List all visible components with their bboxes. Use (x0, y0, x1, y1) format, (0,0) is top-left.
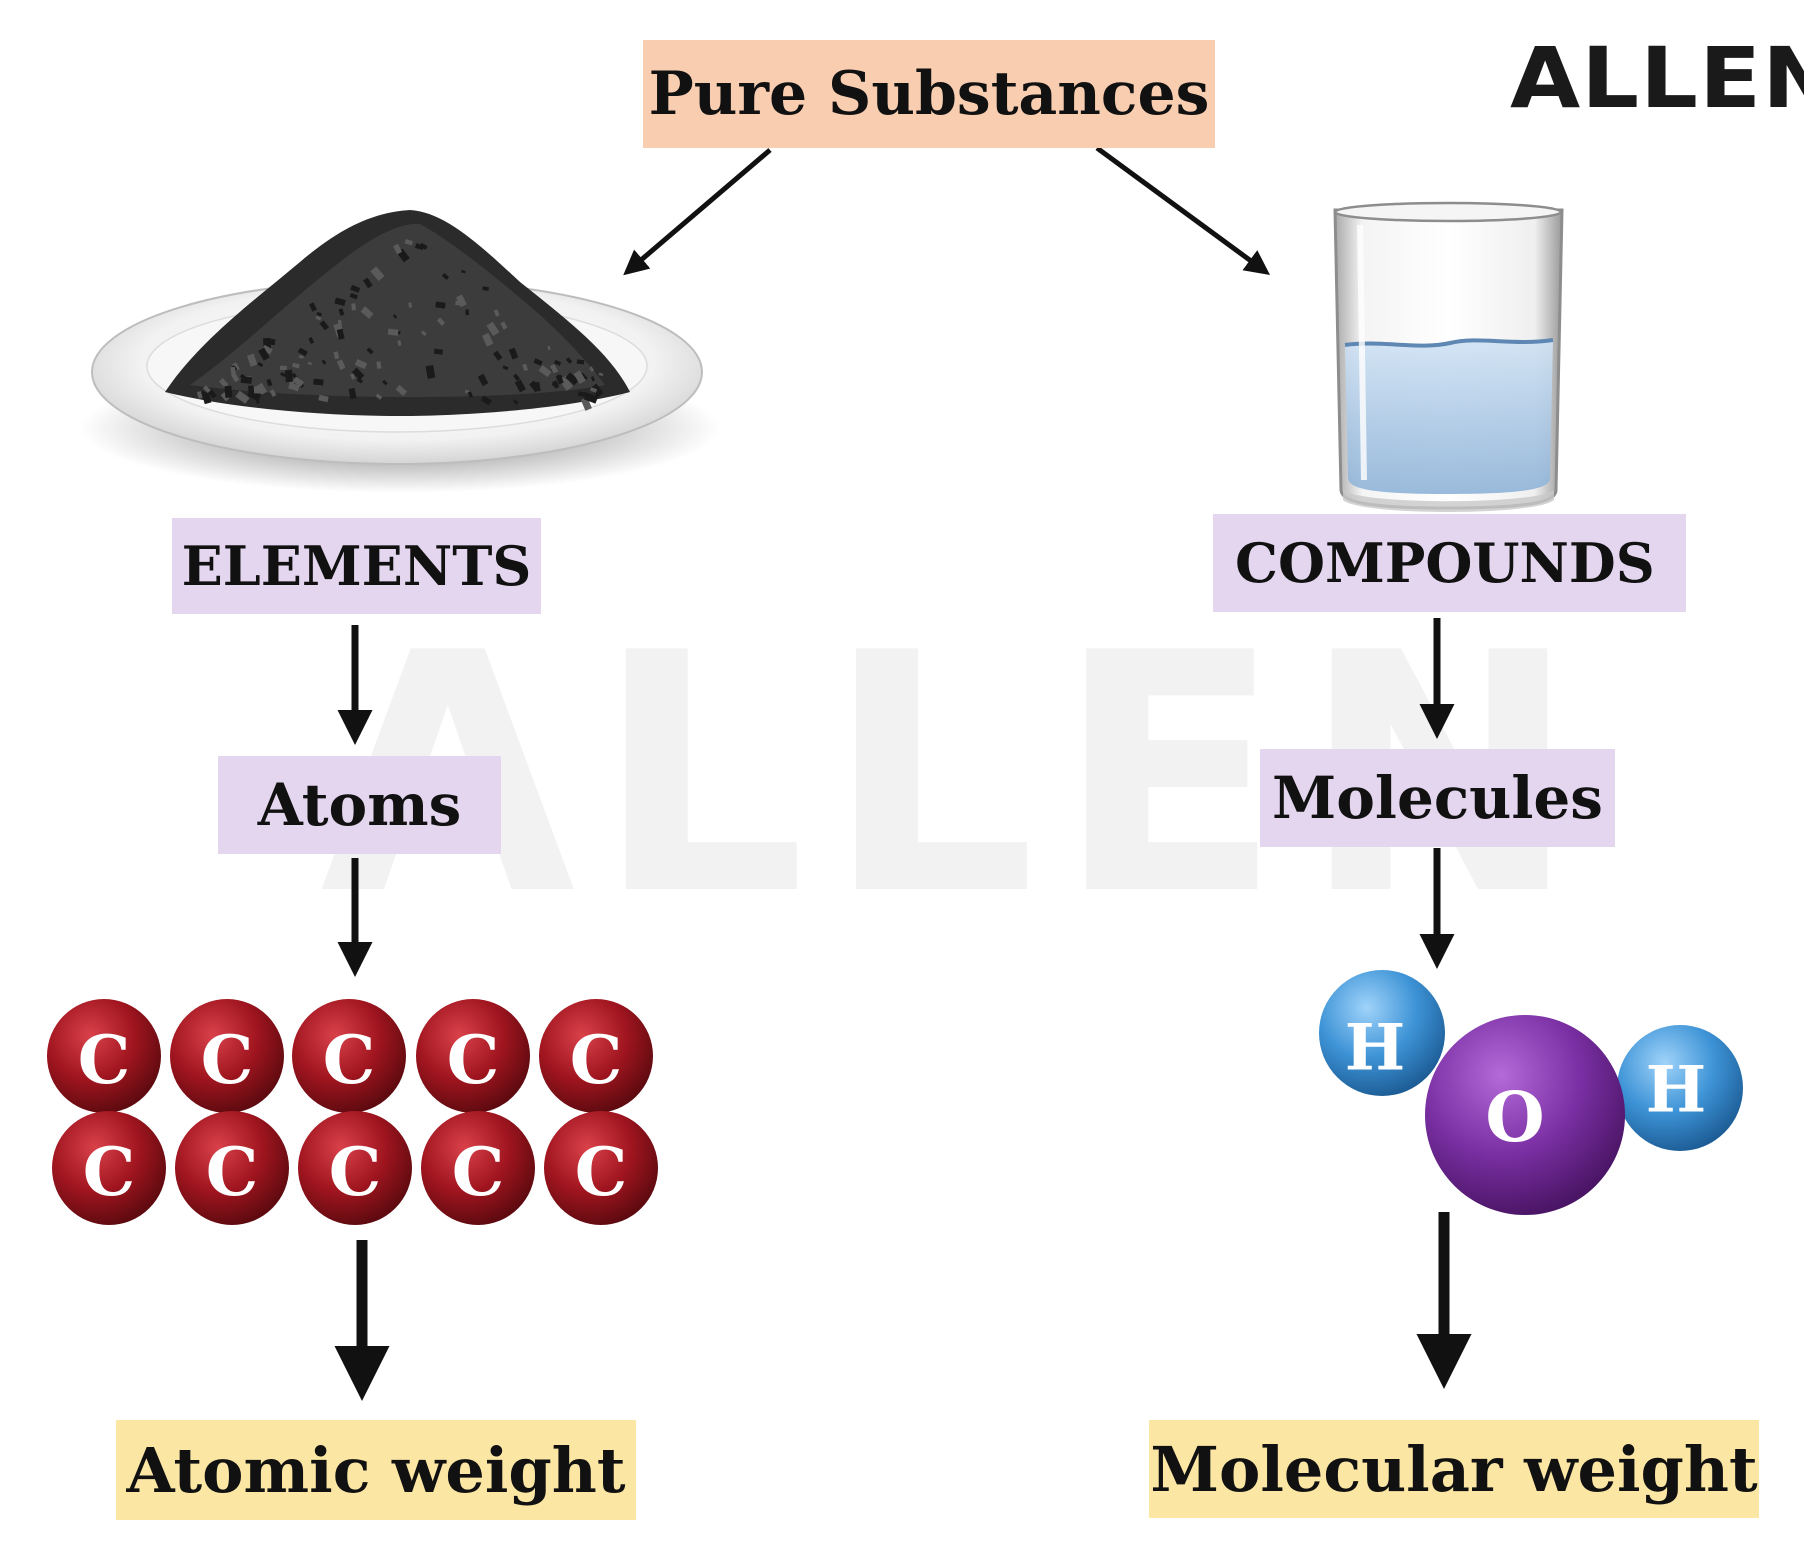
hydrogen-atom-1 (1319, 970, 1445, 1096)
hydrogen-label-1: H (1345, 1011, 1405, 1086)
carbon-atom (539, 999, 653, 1113)
atoms-box: Atoms (218, 756, 501, 854)
carbon-atom (292, 999, 406, 1113)
carbon-label: C (78, 1021, 131, 1099)
carbon-label: C (570, 1021, 623, 1099)
carbon-atom (52, 1111, 166, 1225)
molecular-weight-box: Molecular weight (1149, 1420, 1759, 1518)
carbon-label: C (201, 1021, 254, 1099)
arrow-to-elements (623, 148, 772, 276)
hydrogen-atom-2 (1617, 1025, 1743, 1151)
water-molecule: H O H (1319, 970, 1743, 1215)
molecules-box: Molecules (1260, 749, 1615, 847)
carbon-label: C (575, 1133, 628, 1211)
carbon-label: C (323, 1021, 376, 1099)
compounds-box: COMPOUNDS (1213, 514, 1686, 612)
title-box: Pure Substances (643, 40, 1215, 148)
elements-box: ELEMENTS (172, 518, 541, 614)
arrow-to-compounds (1095, 145, 1271, 275)
carbon-atom (47, 999, 161, 1113)
carbon-label: C (452, 1133, 505, 1211)
oxygen-atom (1425, 1015, 1625, 1215)
carbon-atom (416, 999, 530, 1113)
carbon-label: C (206, 1133, 259, 1211)
carbon-atom (421, 1111, 535, 1225)
carbon-label: C (83, 1133, 136, 1211)
atomic-weight-box: Atomic weight (116, 1420, 636, 1520)
carbon-label: C (329, 1133, 382, 1211)
oxygen-label: O (1485, 1078, 1544, 1158)
carbon-label: C (447, 1021, 500, 1099)
carbon-atom (298, 1111, 412, 1225)
carbon-atom (544, 1111, 658, 1225)
water-glass-icon (1333, 201, 1564, 512)
allen-logo: ALLEN (1510, 29, 1804, 127)
carbon-atom (175, 1111, 289, 1225)
charcoal-plate-icon (80, 210, 720, 493)
hydrogen-label-2: H (1646, 1053, 1706, 1128)
carbon-atom (170, 999, 284, 1113)
